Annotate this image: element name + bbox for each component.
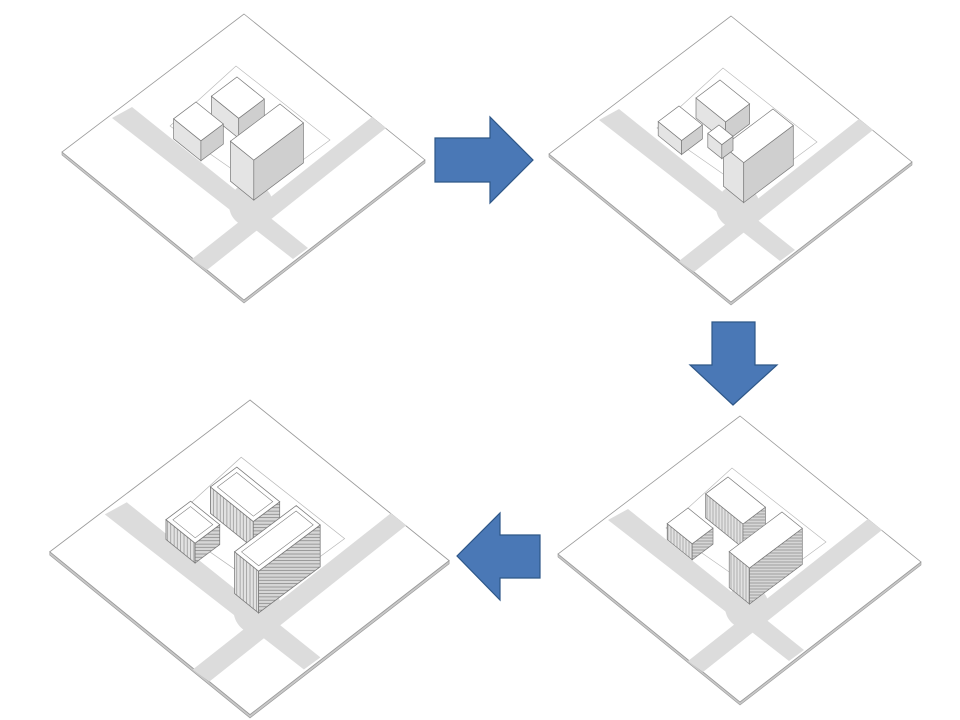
roof-parapet-line [216, 472, 274, 517]
road-northeast-southwest [192, 513, 407, 682]
roof-parapet-line [172, 506, 214, 539]
building-roof [165, 500, 221, 544]
site-boundary-line [665, 467, 827, 593]
building-2 [173, 101, 224, 162]
building-4 [707, 124, 734, 160]
building-roof [209, 466, 281, 523]
building-roof [657, 105, 703, 141]
arrow-stage-3-to-4-icon [456, 511, 541, 602]
site-boundary-line [656, 67, 818, 193]
building-3 [722, 108, 794, 204]
arrow-stage-2-to-3-icon [688, 321, 779, 406]
site-panel-stage-1-massing [61, 13, 426, 304]
buildings [165, 466, 321, 614]
building-3 [728, 511, 803, 605]
arrow-stage-1-to-2-icon [434, 115, 534, 205]
building-3 [233, 505, 321, 614]
buildings [173, 76, 304, 201]
building-2 [666, 507, 714, 561]
site-panel-stage-2-refined-massing [548, 15, 913, 306]
building-2 [165, 500, 221, 564]
process-arrows [434, 115, 779, 602]
building-roof [722, 108, 794, 164]
building-roof [210, 76, 265, 119]
building-roof [707, 124, 734, 146]
buildings [657, 79, 794, 204]
road-northeast-southwest [192, 117, 386, 270]
site-panel-stage-3-facade-study [557, 415, 922, 706]
road-northeast-southwest [679, 119, 873, 272]
building-roof [666, 507, 714, 545]
site-panel-stage-4-final-design [49, 399, 450, 719]
building-3 [229, 103, 304, 201]
roof-parapet-line [241, 510, 314, 567]
building-roof [233, 505, 321, 572]
building-roof [705, 476, 766, 525]
road-northeast-southwest [688, 519, 882, 672]
building-roof [229, 103, 304, 161]
site-panels [49, 13, 922, 719]
building-2 [657, 105, 703, 156]
building-roof [728, 511, 803, 569]
buildings [666, 476, 803, 605]
building-roof [695, 79, 751, 123]
building-roof [173, 101, 224, 142]
